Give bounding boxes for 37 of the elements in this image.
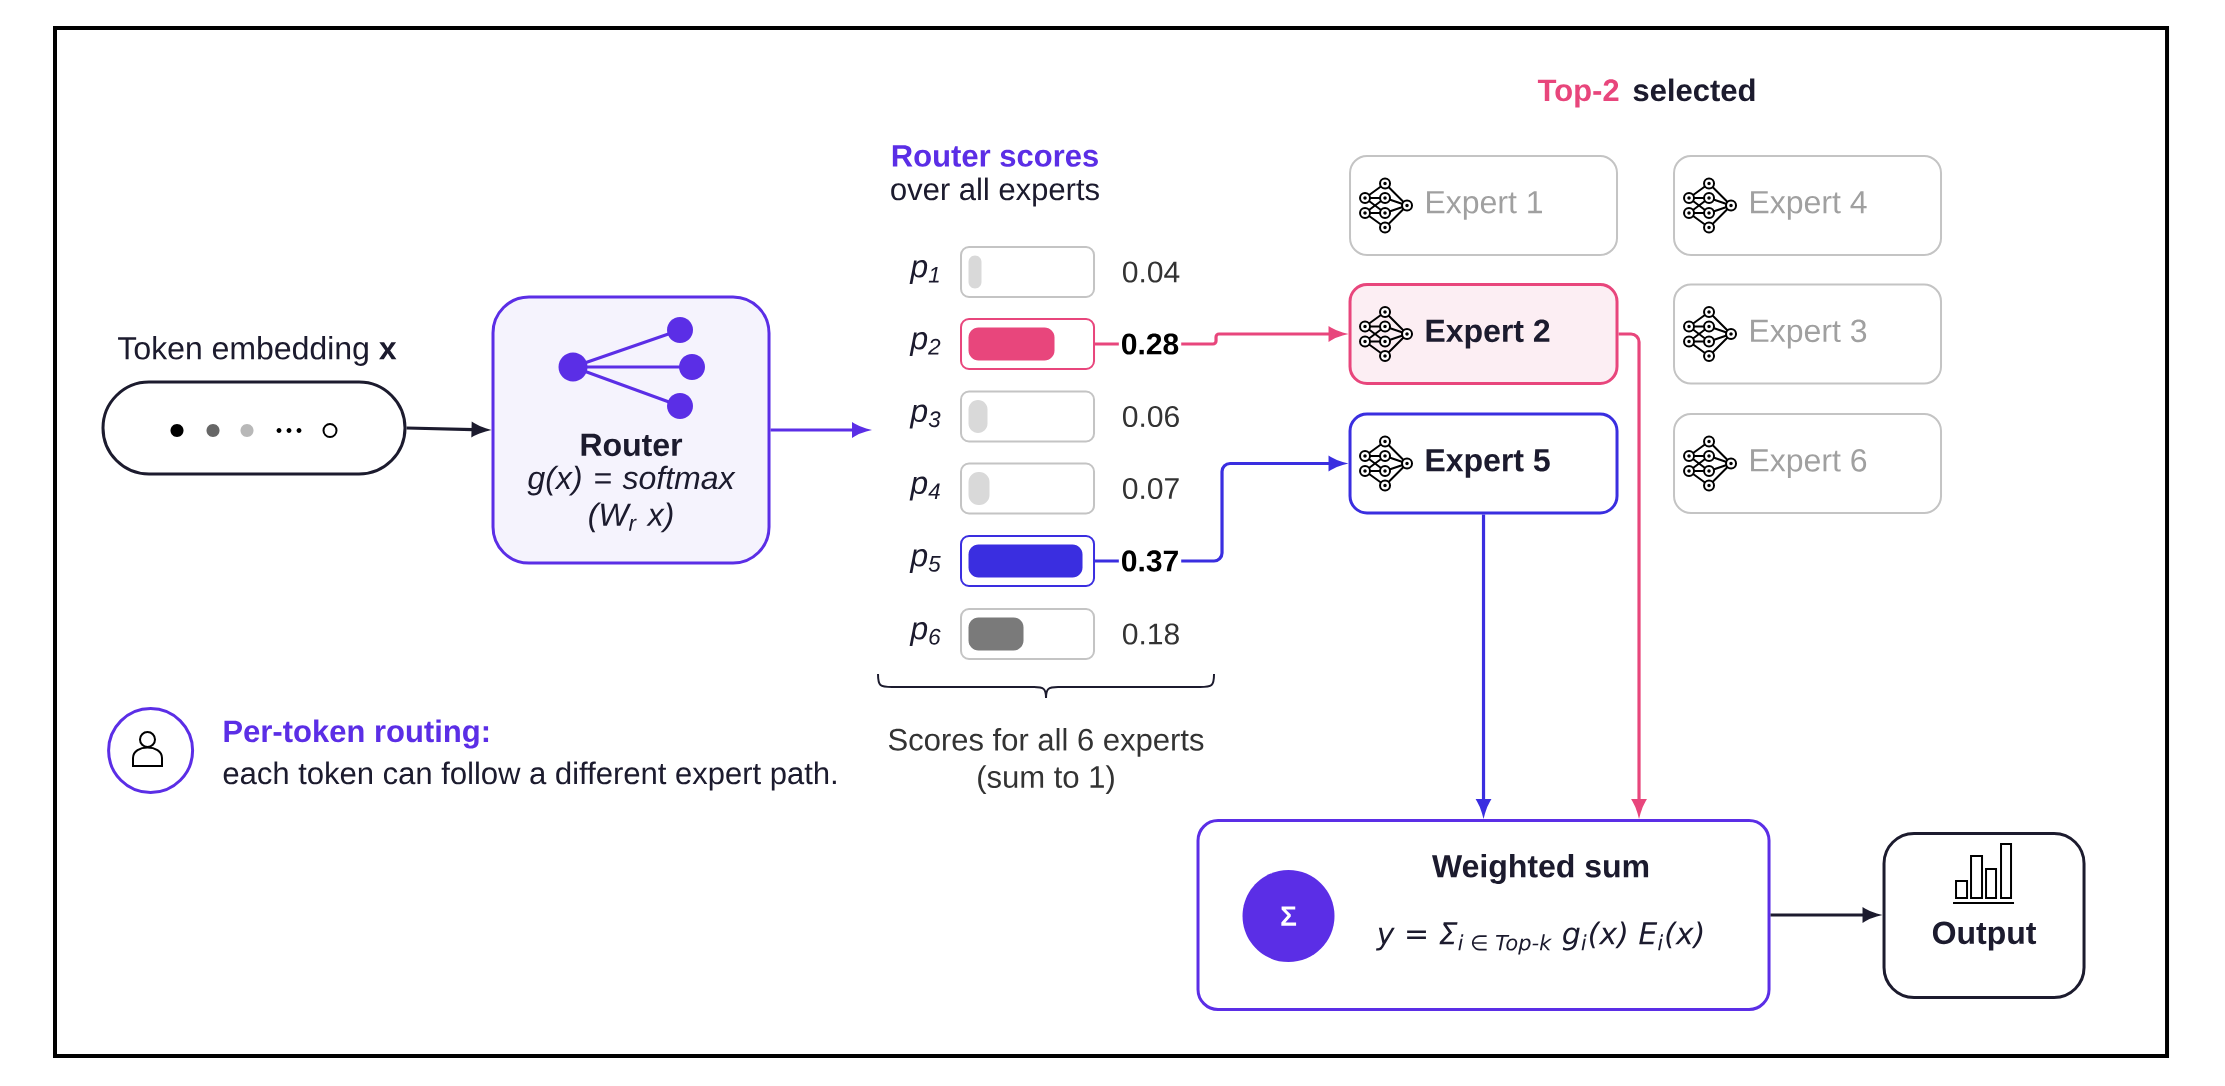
heading: Router scores [892, 145, 1098, 167]
caption: Scores for all 6 experts (sum to 1) [888, 727, 1204, 795]
score-value: 0.18 [1123, 623, 1179, 645]
subheading: over all experts [891, 177, 1099, 207]
title: Router [581, 433, 683, 457]
expert-box [1673, 283, 1943, 385]
title: Output [1932, 921, 2037, 951]
score-label: p$_{5}$ [909, 549, 941, 573]
expert-box [1348, 283, 1619, 385]
expert-name: Expert 2 [1426, 319, 1550, 349]
expert-box [1349, 155, 1618, 256]
expert-name: Expert 1 [1427, 191, 1542, 220]
heading: Top-2 [1537, 79, 1619, 108]
score-label: p$_{6}$ [909, 622, 941, 646]
expert-box [1673, 155, 1943, 256]
score-label: p$_{1}$ [909, 260, 939, 284]
expert-name: Expert 6 [1751, 449, 1867, 478]
expert-name: Expert 3 [1751, 319, 1867, 349]
note-heading: Per-token routing: [224, 719, 489, 749]
expert-box [1673, 413, 1943, 514]
sum-box [1196, 819, 1771, 1011]
output-box [1882, 832, 2086, 999]
expert-name: Expert 4 [1751, 191, 1867, 220]
heading: Token embedding x [118, 336, 397, 366]
formula: g(x) = softmax (W$_{r}$ x) [527, 465, 736, 533]
router-box [491, 295, 771, 565]
score-label: p$_{3}$ [909, 404, 941, 429]
score-label: p$_{4}$ [909, 476, 940, 501]
score-value: 0.06 [1123, 405, 1179, 428]
expert-box [1348, 412, 1619, 515]
sigma-disc: Σ [1242, 870, 1335, 962]
title: Weighted sum [1432, 854, 1649, 884]
note-text: each token can follow a different expert path. [223, 761, 836, 791]
expert-name: Expert 5 [1426, 449, 1550, 478]
score-value: 0.04 [1123, 261, 1180, 283]
heading: selected [1633, 78, 1755, 102]
score-label: p$_{2}$ [909, 332, 941, 356]
